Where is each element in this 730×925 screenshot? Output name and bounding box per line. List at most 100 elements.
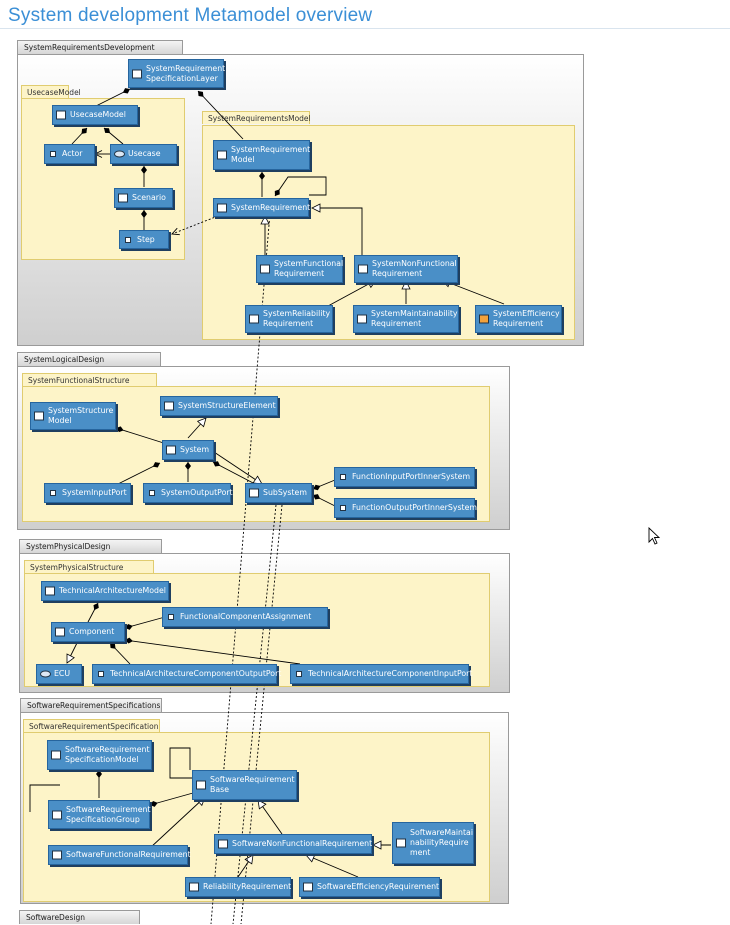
class-system[interactable]: System <box>162 440 214 460</box>
node-label: Scenario <box>132 193 166 202</box>
class-icon <box>55 627 65 637</box>
node-label: SystemStructure Model <box>48 406 114 425</box>
class-technical-architecture-component-input-port[interactable]: TechnicalArchitectureComponentInputPort <box>290 664 473 684</box>
node-label: SoftwareEfficiencyRequirement <box>317 882 440 891</box>
class-software-maintainability-requirement[interactable]: SoftwareMaintainabilityRequirement <box>392 822 474 864</box>
class-system-requirement-specification-layer[interactable]: SystemRequirement SpecificationLayer <box>128 59 225 88</box>
class-icon <box>217 150 227 160</box>
package-tab-software-requirement-specifications[interactable]: SoftwareRequirementSpecifications <box>20 698 162 712</box>
class-software-nonfunctional-requirement[interactable]: SoftwareNonFunctionalRequirement <box>214 834 372 854</box>
node-label: SystemFunctional Requirement <box>274 259 344 278</box>
class-system-reliability-requirement[interactable]: SystemReliability Requirement <box>245 305 333 333</box>
page-title: System development Metamodel overview <box>8 5 373 26</box>
class-system-requirement-model[interactable]: SystemRequirement Model <box>213 140 310 170</box>
class-software-requirement-specification-model[interactable]: SoftwareRequirement SpecificationModel <box>47 740 152 770</box>
node-label: FunctionOutputPortInnerSystem <box>352 503 477 512</box>
node-label: Component <box>69 627 115 636</box>
title-divider <box>0 28 730 29</box>
class-function-input-port-inner-system[interactable]: FunctionInputPortInnerSystem <box>334 467 475 487</box>
node-label: SoftwareRequirement SpecificationGroup <box>66 804 151 824</box>
class-software-functional-requirement[interactable]: SoftwareFunctionalRequirement <box>48 845 191 865</box>
package-tab-system-physical-design[interactable]: SystemPhysicalDesign <box>19 539 162 553</box>
node-label: Actor <box>62 149 83 158</box>
class-technical-architecture-model[interactable]: TechnicalArchitectureModel <box>41 581 169 601</box>
class-icon <box>168 614 174 620</box>
class-icon <box>166 445 176 455</box>
class-actor[interactable]: Actor <box>44 144 95 164</box>
class-icon <box>296 671 302 677</box>
node-label: SystemStructureElement <box>178 401 276 410</box>
class-step[interactable]: Step <box>119 230 169 249</box>
node-label: SoftwareFunctionalRequirement <box>66 850 191 859</box>
class-ecu[interactable]: ECU <box>36 664 82 684</box>
class-icon <box>51 750 61 760</box>
class-system-efficiency-requirement[interactable]: SystemEfficiency Requirement <box>475 305 562 333</box>
class-technical-architecture-component-output-port[interactable]: TechnicalArchitectureComponentOutputPort <box>92 664 281 684</box>
mouse-cursor-icon <box>648 527 661 545</box>
package-tab-software-design[interactable]: SoftwareDesign <box>19 910 140 924</box>
node-label: SoftwareNonFunctionalRequirement <box>232 839 373 848</box>
class-reliability-requirement[interactable]: ReliabilityRequirement <box>185 877 291 897</box>
node-label: TechnicalArchitectureModel <box>59 586 166 595</box>
requirement-icon <box>358 264 368 274</box>
class-system-structure-element[interactable]: SystemStructureElement <box>160 396 278 416</box>
requirement-icon <box>479 314 489 324</box>
node-label: UsecaseModel <box>70 110 126 119</box>
class-system-requirement[interactable]: SystemRequirement <box>213 198 310 217</box>
class-icon <box>50 490 56 496</box>
class-icon <box>132 69 142 78</box>
requirement-icon <box>52 810 62 819</box>
class-system-nonfunctional-requirement[interactable]: SystemNonFunctional Requirement <box>354 255 458 283</box>
class-subsystem[interactable]: SubSystem <box>245 483 312 503</box>
class-software-requirement-base[interactable]: SoftwareRequirement Base <box>192 770 297 800</box>
class-component[interactable]: Component <box>51 622 125 642</box>
node-label: ReliabilityRequirement <box>203 882 292 891</box>
subpackage-tab-usecase-model[interactable]: UsecaseModel <box>21 85 81 98</box>
requirement-icon <box>357 314 367 324</box>
class-software-efficiency-requirement[interactable]: SoftwareEfficiencyRequirement <box>299 877 440 897</box>
class-system-output-port[interactable]: SystemOutputPort <box>143 483 233 503</box>
node-label: SoftwareRequirement Base <box>210 775 295 794</box>
class-scenario[interactable]: Scenario <box>114 188 173 208</box>
package-tab-system-logical-design[interactable]: SystemLogicalDesign <box>17 352 161 366</box>
node-label: SubSystem <box>263 488 307 497</box>
requirement-icon <box>396 838 406 848</box>
subpackage-tab-system-physical-structure[interactable]: SystemPhysicalStructure <box>24 560 154 573</box>
class-icon <box>149 490 155 496</box>
class-icon <box>340 474 346 480</box>
class-usecase-model[interactable]: UsecaseModel <box>52 105 138 125</box>
node-label: ECU <box>54 669 71 678</box>
class-system-input-port[interactable]: SystemInputPort <box>44 483 131 503</box>
node-label: FunctionInputPortInnerSystem <box>352 472 471 481</box>
subpackage-tab-system-functional-structure[interactable]: SystemFunctionalStructure <box>22 373 157 386</box>
class-software-requirement-specification-group[interactable]: SoftwareRequirement SpecificationGroup <box>48 800 151 829</box>
subpackage-tab-software-requirement-specification[interactable]: SoftwareRequirementSpecification <box>23 719 160 732</box>
usecase-icon <box>114 150 125 158</box>
class-icon <box>34 411 44 421</box>
class-system-structure-model[interactable]: SystemStructure Model <box>30 402 116 430</box>
node-label: System <box>180 445 210 454</box>
class-icon <box>56 110 66 120</box>
class-functional-component-assignment[interactable]: FunctionalComponentAssignment <box>162 607 328 627</box>
requirement-icon <box>217 203 227 212</box>
class-icon <box>45 586 55 596</box>
node-label: Usecase <box>128 149 161 158</box>
requirement-icon <box>249 314 259 324</box>
node-label: SystemMaintainability Requirement <box>371 309 458 328</box>
class-function-output-port-inner-system[interactable]: FunctionOutputPortInnerSystem <box>334 498 477 518</box>
requirement-icon <box>303 882 313 892</box>
class-usecase[interactable]: Usecase <box>110 144 177 164</box>
subpackage-tab-system-requirements-model[interactable]: SystemRequirementsModel <box>202 111 311 124</box>
requirement-icon <box>52 850 62 860</box>
package-tab-system-requirements-development[interactable]: SystemRequirementsDevelopment <box>17 40 183 54</box>
node-label: TechnicalArchitectureComponentInputPort <box>308 669 473 678</box>
class-icon <box>340 505 346 511</box>
node-label: SystemOutputPort <box>161 488 233 497</box>
node-label: SystemReliability Requirement <box>263 309 331 328</box>
node-label: SoftwareMaintainabilityRequirement <box>410 828 473 857</box>
requirement-icon <box>260 264 270 274</box>
class-system-functional-requirement[interactable]: SystemFunctional Requirement <box>256 255 343 283</box>
class-system-maintainability-requirement[interactable]: SystemMaintainability Requirement <box>353 305 459 333</box>
class-icon <box>98 671 104 677</box>
